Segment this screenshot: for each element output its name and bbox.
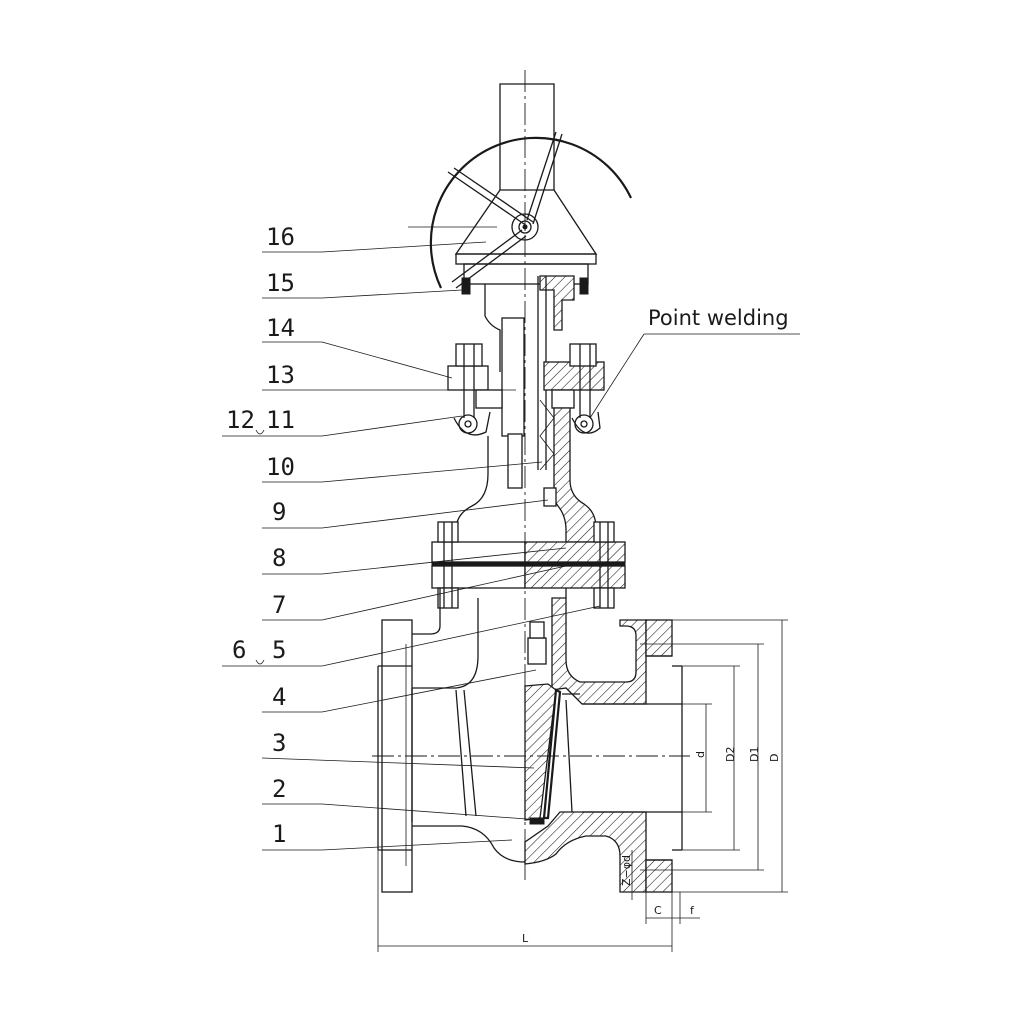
- dimension-text: d D2 D1 D Z−φd C f L: [522, 747, 781, 945]
- dimensions: [377, 619, 788, 952]
- label-14: 14: [266, 314, 295, 342]
- label-15: 15: [266, 269, 295, 297]
- dim-d1: D1: [748, 747, 761, 762]
- label-13: 13: [266, 361, 295, 389]
- dim-d-outer: D: [768, 754, 781, 762]
- label-11: 11: [266, 406, 295, 434]
- dim-f: f: [690, 904, 695, 917]
- body-bonnet-flange: [431, 521, 626, 609]
- label-7: 7: [272, 591, 286, 619]
- leader-lines: [222, 241, 800, 851]
- label-2: 2: [272, 775, 286, 803]
- label-10: 10: [266, 453, 295, 481]
- right-flange: [640, 619, 690, 893]
- label-4: 4: [272, 683, 286, 711]
- label-9: 9: [272, 498, 286, 526]
- part-labels: 16 15 14 13 12 11 10 9 8 7 6 5 4 3 2 1 P…: [226, 223, 789, 848]
- gland-assembly: [447, 343, 605, 471]
- label-5: 5: [272, 636, 286, 664]
- dim-bolt-holes: Z−φd: [620, 855, 633, 886]
- dim-d2: D2: [724, 747, 737, 762]
- label-6: 6: [232, 636, 246, 664]
- point-welding-note: Point welding: [648, 306, 789, 330]
- label-12: 12: [226, 406, 255, 434]
- dim-c: C: [654, 904, 662, 917]
- valve-body: [411, 588, 682, 893]
- dim-d: d: [694, 751, 707, 758]
- label-3: 3: [272, 729, 286, 757]
- label-8: 8: [272, 544, 286, 572]
- label-16: 16: [266, 223, 295, 251]
- bonnet: [455, 407, 597, 543]
- yoke: [461, 275, 589, 489]
- dim-l: L: [522, 932, 529, 945]
- label-1: 1: [272, 820, 286, 848]
- gearbox-cap: [454, 83, 598, 285]
